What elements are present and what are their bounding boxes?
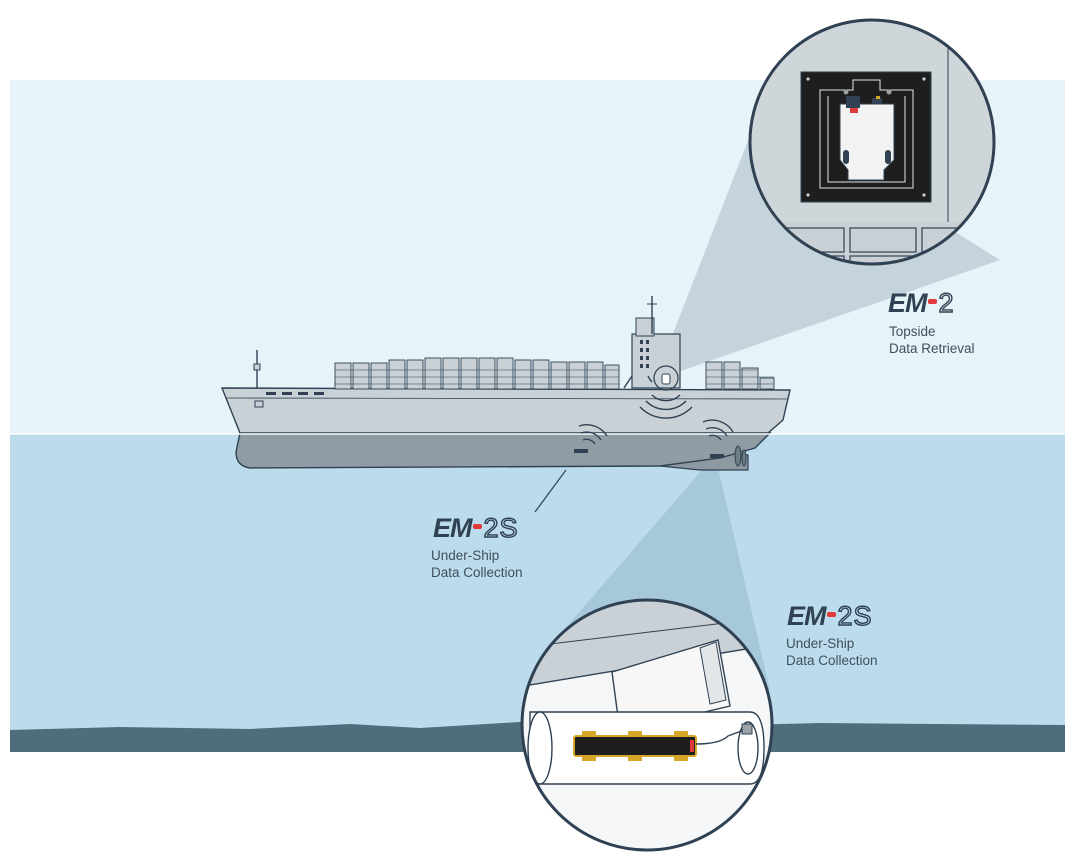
undership-right-label-line2: Data Collection: [786, 653, 878, 669]
undership-right-label-line1: Under-Ship: [786, 636, 854, 652]
undership-sensor-right: [710, 454, 724, 458]
topside-label-line2: Data Retrieval: [889, 341, 975, 357]
undership-label-line1: Under-Ship: [431, 548, 499, 564]
logo-red-dash: [928, 299, 937, 304]
undership-label-line2: Data Collection: [431, 565, 523, 581]
topside-label-line1: Topside: [889, 324, 936, 340]
undership-sensor-left: [574, 449, 588, 453]
logo-red-dash: [827, 612, 836, 617]
logo-red-dash: [473, 524, 482, 529]
em-2s-sensor: [574, 736, 696, 756]
topside-device-marker: [662, 374, 670, 384]
